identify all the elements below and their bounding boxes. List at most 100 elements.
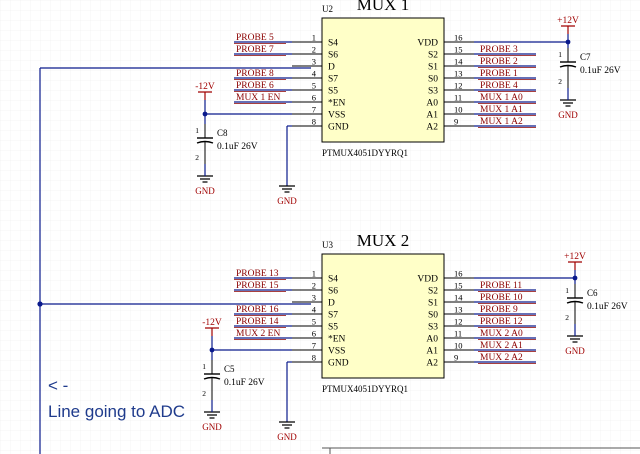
- mux1-left-net-label: PROBE 5: [236, 33, 274, 43]
- mux1-right-pin-name: A1: [426, 111, 438, 121]
- mux1-cap-vdd-ref: C7: [580, 52, 591, 62]
- mux1-left-pin-num: 2: [312, 45, 316, 55]
- mux2-left-pin-name: D: [328, 299, 335, 309]
- mux2-left-pin-num: 6: [312, 329, 316, 339]
- mux2-ref: U3: [322, 240, 333, 250]
- mux2-right-pin-name: A2: [426, 359, 438, 369]
- mux2-left-pin-num: 1: [312, 269, 316, 279]
- mux2-right-pin-num: 15: [454, 281, 463, 291]
- mux1-left-net-label: MUX 1 EN: [236, 93, 280, 103]
- mux2-right-net-label: PROBE 11: [480, 281, 522, 291]
- mux2-right-pin-name: S3: [428, 323, 438, 333]
- mux2-vss-power-icon: [205, 327, 219, 336]
- mux1-right-net-label: MUX 1 A0: [480, 93, 523, 103]
- mux1-right-net-label: PROBE 4: [480, 81, 518, 91]
- mux2-right-pin-num: 14: [454, 293, 463, 303]
- mux1-right-pin-name: A0: [426, 99, 438, 109]
- mux2-right-net-label: PROBE 12: [480, 317, 523, 327]
- mux2-right-pin-name: A0: [426, 335, 438, 345]
- mux2-vss-power-label: -12V: [202, 318, 222, 328]
- mux1-left-pin-name: GND: [328, 123, 349, 133]
- mux1-left-pin-name: VSS: [328, 111, 345, 121]
- mux1-left-net-label: PROBE 6: [236, 81, 274, 91]
- mux1-chip-body: [321, 17, 445, 143]
- mux1-right-pin-num: 13: [454, 69, 463, 79]
- mux2-left-net-label: MUX 2 EN: [236, 329, 280, 339]
- mux2-left-net-label: PROBE 14: [236, 317, 279, 327]
- mux1-right-pin-num: 11: [454, 93, 462, 103]
- mux1-left-pin-num: 8: [312, 117, 316, 127]
- mux2-cap-vdd-plate-bottom: [566, 300, 584, 304]
- mux2-right-pin-num: 10: [454, 341, 463, 351]
- mux2-cap-vss-value: 0.1uF 26V: [224, 378, 265, 388]
- mux2-title: MUX 2: [357, 231, 409, 250]
- mux2-left-pin-name: S6: [328, 287, 338, 297]
- mux1-vdd-cap-gnd-label: GND: [558, 110, 578, 120]
- mux2-left-pin-name: S5: [328, 323, 338, 333]
- mux1-cap-vdd-pin2: 2: [558, 77, 562, 86]
- mux1-right-net-label: MUX 1 A1: [480, 105, 523, 115]
- mux2-right-pin-name: VDD: [417, 275, 438, 285]
- mux2-right-pin-name: A1: [426, 347, 438, 357]
- mux2-left-pin-num: 8: [312, 353, 316, 363]
- mux2-left-pin-num: 7: [312, 341, 316, 351]
- mux1-left-net-label: PROBE 7: [236, 45, 274, 55]
- mux2-vdd-cap-gnd-label: GND: [565, 346, 585, 356]
- mux1-right-pin-name: A2: [426, 123, 438, 133]
- mux1-left-pin-num: 3: [312, 57, 316, 67]
- mux2-right-pin-name: S1: [428, 299, 438, 309]
- mux1-right-net-label: MUX 1 A2: [480, 117, 523, 127]
- mux2-chip-ground-icon: [279, 421, 295, 429]
- mux1-cap-vss-pin1: 1: [195, 126, 199, 135]
- mux1-cap-vdd-plate-bottom: [559, 64, 577, 68]
- mux1-cap-vdd-pin1: 1: [558, 50, 562, 59]
- mux1-vdd-power-label: +12V: [557, 16, 579, 26]
- mux2-vss-cap-gnd-label: GND: [202, 422, 222, 432]
- mux1-part-number: PTMUX4051DYYRQ1: [322, 148, 408, 158]
- mux1-left-pin-num: 5: [312, 81, 316, 91]
- mux2-left-pin-num: 3: [312, 293, 316, 303]
- mux2-left-pin-name: VSS: [328, 347, 345, 357]
- mux1-cap-vss-plate-bottom: [196, 140, 214, 144]
- mux1-right-pin-name: S3: [428, 87, 438, 97]
- mux2-left-pin-name: *EN: [328, 335, 346, 345]
- mux1-vdd-power-icon: [561, 25, 575, 34]
- mux2-cap-vss-plate-bottom: [203, 376, 221, 380]
- mux1-chip-ground-icon: [279, 185, 295, 193]
- junction-dot: [37, 301, 43, 307]
- mux2-part-number: PTMUX4051DYYRQ1: [322, 384, 408, 394]
- mux1-vss-power-icon: [198, 91, 212, 100]
- note-text: Line going to ADC: [48, 402, 185, 421]
- mux1-right-net-label: PROBE 3: [480, 45, 518, 55]
- mux2-chip-gnd-label: GND: [277, 432, 297, 442]
- mux2-cap-vss-ref: C5: [224, 364, 235, 374]
- mux2-left-net-label: PROBE 13: [236, 269, 279, 279]
- mux1-left-pin-name: S4: [328, 39, 338, 49]
- mux1-cap-vss-ref: C8: [217, 128, 228, 138]
- mux1-title: MUX 1: [357, 0, 409, 14]
- mux2-left-pin-num: 5: [312, 317, 316, 327]
- mux1-left-pin-num: 1: [312, 33, 316, 43]
- mux2-right-pin-name: S0: [428, 311, 438, 321]
- mux2-cap-vdd-pin1: 1: [565, 286, 569, 295]
- mux2-right-net-label: PROBE 10: [480, 293, 523, 303]
- mux2-left-pin-num: 2: [312, 281, 316, 291]
- mux2-right-net-label: PROBE 9: [480, 305, 518, 315]
- mux1-chip-gnd-label: GND: [277, 196, 297, 206]
- mux1-left-pin-name: D: [328, 63, 335, 73]
- mux2-right-net-label: MUX 2 A2: [480, 353, 523, 363]
- mux1-left-pin-name: *EN: [328, 99, 346, 109]
- mux1-left-pin-num: 6: [312, 93, 316, 103]
- mux2-right-pin-num: 11: [454, 329, 462, 339]
- mux1-right-pin-num: 15: [454, 45, 463, 55]
- note-arrow: < -: [48, 376, 68, 395]
- mux2-cap-vdd-ref: C6: [587, 288, 598, 298]
- title-block-edge: [322, 447, 640, 454]
- mux2-left-net-label: PROBE 16: [236, 305, 279, 315]
- mux1-left-pin-num: 7: [312, 105, 316, 115]
- mux1-vss-power-label: -12V: [195, 82, 215, 92]
